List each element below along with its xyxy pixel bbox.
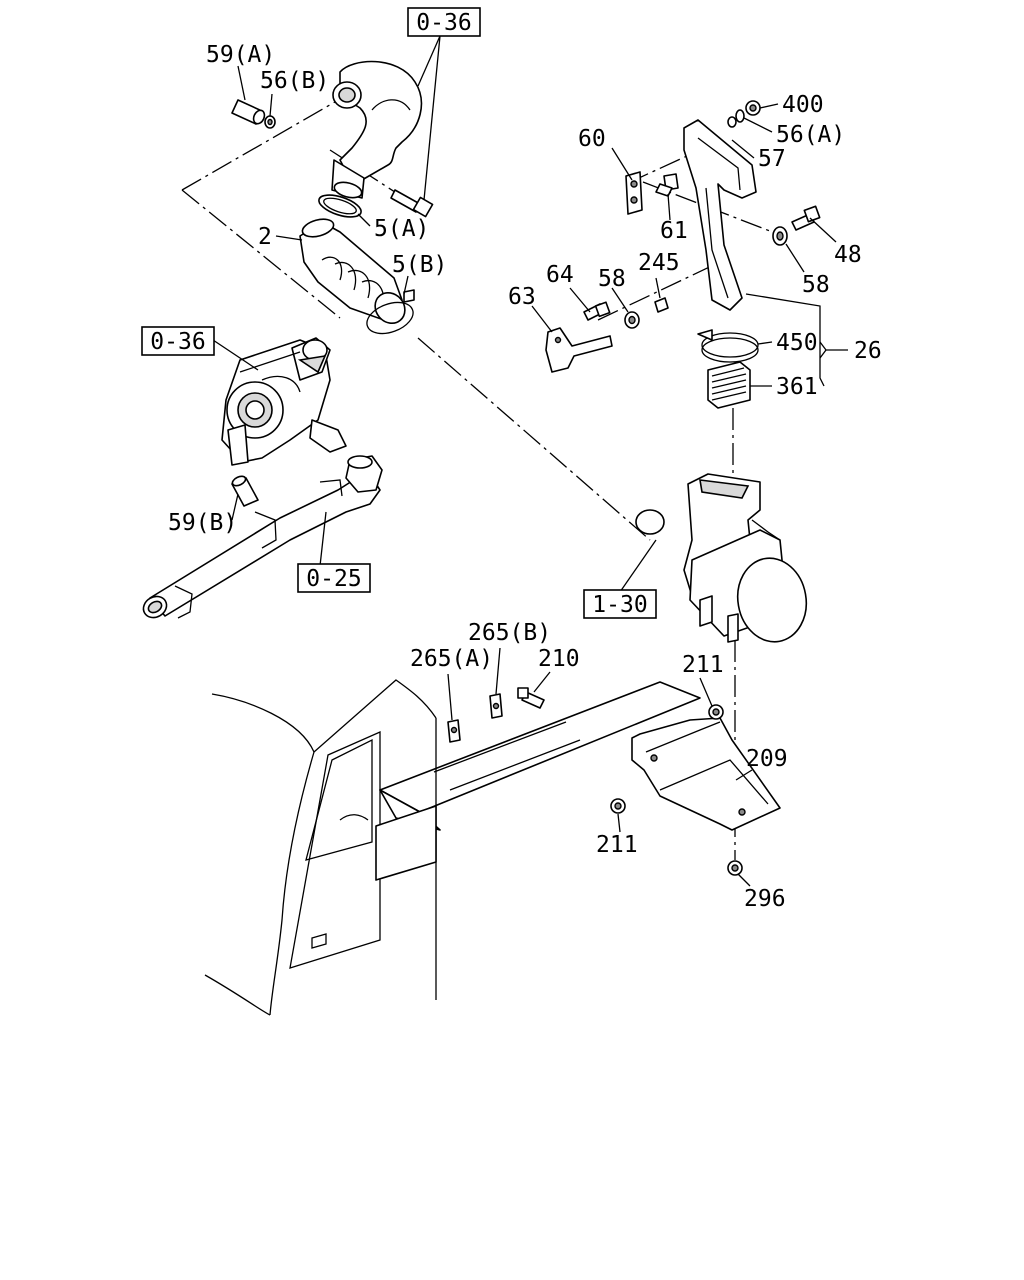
clamp-5b [366,289,415,335]
callout-61: 61 [660,218,688,244]
intake-hose-2 [299,218,406,325]
ref-box-1-30: 1-30 [583,589,657,619]
callout-361: 361 [776,374,818,400]
callout-58-left: 58 [598,266,626,292]
intake-pipe [142,455,383,619]
clip-265a [447,719,461,743]
nut-211-upper [708,704,724,720]
callout-210: 210 [538,646,580,672]
element-361 [707,361,751,409]
ring-gasket [318,194,362,218]
callout-209: 209 [746,746,788,772]
spacer-245 [654,297,669,313]
callout-63: 63 [508,284,536,310]
callout-59a: 59(A) [206,42,275,68]
callout-211-lower: 211 [596,832,638,858]
callout-245: 245 [638,250,680,276]
callout-56a: 56(A) [776,122,845,148]
bolt-5a [390,189,434,218]
air-cleaner [635,473,808,643]
callout-58-right: 58 [802,272,830,298]
callout-60: 60 [578,126,606,152]
svg-text:0-36: 0-36 [416,10,471,36]
bracket-63 [545,327,613,373]
nut-211-lower [610,798,626,814]
ref-box-0-36-mid: 0-36 [141,326,215,356]
bolt-61 [655,173,679,197]
callout-57: 57 [758,146,786,172]
washer-56b [264,115,276,129]
grommet-58-right [772,226,788,246]
callout-2: 2 [258,224,272,250]
callout-64: 64 [546,262,574,288]
nut-400 [745,100,761,116]
ref-box-0-25: 0-25 [297,563,371,593]
svg-text:0-36: 0-36 [150,329,205,355]
bolt-64 [583,301,611,321]
callout-48: 48 [834,242,862,268]
callout-265b: 265(B) [468,620,551,646]
callout-5b: 5(B) [392,252,447,278]
bracket-60 [625,171,643,215]
svg-text:1-30: 1-30 [592,592,647,618]
callout-296: 296 [744,886,786,912]
bolt-210 [517,687,545,709]
truck-cab [204,679,437,1016]
callout-labels: 59(A) 56(B) 5(A) 2 5(B) 59(B) 400 56(A) … [168,42,882,912]
grommet-58-left [624,311,640,329]
ref-box-0-36-top: 0-36 [407,7,481,37]
sleeve-59a [231,99,266,125]
stay-209 [631,717,781,831]
callout-400: 400 [782,92,824,118]
washer-56a [727,109,745,128]
callout-450: 450 [776,330,818,356]
callout-26: 26 [854,338,882,364]
clip-265b [489,693,503,719]
band-450 [697,329,759,363]
callout-265a: 265(A) [410,646,493,672]
turbocharger [221,337,347,466]
nut-296 [727,860,743,876]
callout-211-upper: 211 [682,652,724,678]
sleeve-59b [231,475,259,507]
callout-5a: 5(A) [374,216,429,242]
support-57 [683,119,757,311]
turbo-inlet-elbow [331,60,423,199]
callout-59b: 59(B) [168,510,237,536]
svg-text:0-25: 0-25 [306,566,361,592]
callout-56b: 56(B) [260,68,329,94]
leader-lines [212,35,848,887]
bolt-48 [791,205,821,231]
